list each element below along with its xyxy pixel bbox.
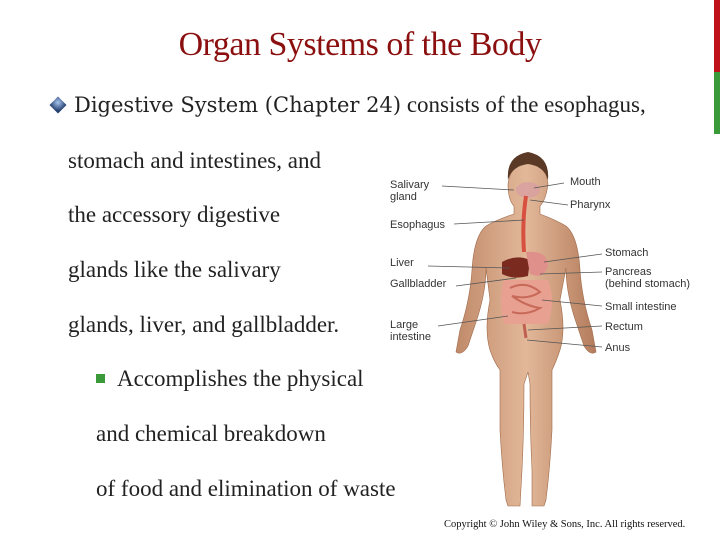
bullet-text-line: stomach and intestines, and (68, 148, 321, 173)
slide-title: Organ Systems of the Body (178, 26, 542, 63)
hair-shape (507, 152, 549, 180)
label-anus: Anus (605, 342, 631, 354)
label-leader-lines (427, 182, 603, 348)
label-pharynx: Pharynx (570, 199, 611, 211)
sub-bullet-text: Accomplishes the physical (117, 366, 364, 391)
digestive-organs (501, 182, 552, 339)
sub-bullet-text-line: of food and elimination of waste (96, 476, 396, 501)
mouth-cavity-shape (516, 182, 540, 198)
copyright-notice: Copyright © John Wiley & Sons, Inc. All … (444, 519, 686, 530)
intestines-shape (501, 280, 552, 324)
stomach-shape (526, 251, 548, 276)
main-bullet: Digestive System (Chapter 24) consists o… (48, 92, 646, 118)
bullet-text-line: glands, liver, and gallbladder. (68, 312, 340, 337)
label-gallbladder: Gallbladder (390, 278, 447, 290)
label-liver: Liver (390, 257, 414, 269)
label-mouth: Mouth (570, 176, 601, 188)
label-small-intestine: Small intestine (605, 301, 677, 313)
rectum-shape (522, 323, 528, 339)
label-pancreas: Pancreas(behind stomach) (605, 266, 690, 290)
label-esophagus: Esophagus (390, 219, 446, 231)
bullet-emphasis: Digestive System (Chapter 24) (74, 93, 402, 117)
label-rectum: Rectum (605, 321, 643, 333)
sub-bullet-text-line: and chemical breakdown (96, 421, 326, 446)
small-intestine-shape (509, 283, 544, 315)
edge-accent-green (714, 72, 720, 134)
sub-bullet-line-first: Accomplishes the physical (96, 366, 364, 392)
bullet-text-line: glands like the salivary (68, 257, 281, 282)
bullet-text-first: consists of the esophagus, (401, 92, 646, 117)
edge-accent-red (714, 0, 720, 72)
bullet-text-line: the accessory digestive (68, 202, 281, 227)
square-bullet-icon (96, 374, 105, 384)
label-stomach: Stomach (605, 247, 648, 259)
esophagus-shape (521, 195, 528, 253)
liver-shape (502, 257, 530, 278)
